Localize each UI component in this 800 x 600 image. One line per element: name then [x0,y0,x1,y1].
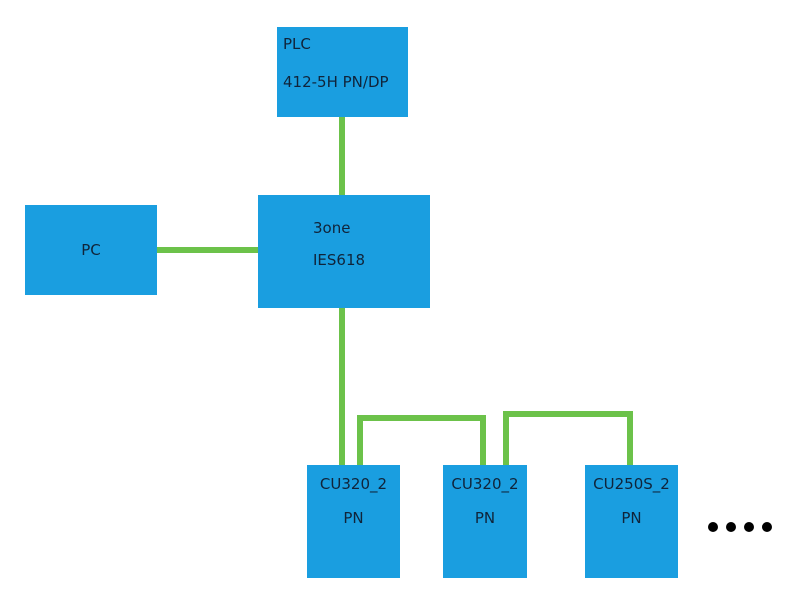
link-device1-device2 [357,415,486,465]
device-interface-label: PN [621,509,642,527]
link-device2-device3 [503,411,633,465]
switch-vendor-label: 3one [313,219,351,237]
device-interface-label: PN [343,509,364,527]
device-node: CU320_2 PN [443,465,527,578]
device-node: CU320_2 PN [307,465,400,578]
ellipsis-dot [708,522,718,532]
ellipsis-dot [744,522,754,532]
pc-node: PC [25,205,157,295]
switch-node: 3one IES618 [258,195,430,308]
device-node: CU250S_2 PN [585,465,678,578]
plc-label: PLC [283,35,311,53]
device-name-label: CU250S_2 [593,475,670,493]
device-name-label: CU320_2 [319,475,388,493]
ellipsis-dot [726,522,736,532]
pc-label: PC [81,241,101,259]
device-name-label: CU320_2 [451,475,519,493]
device-interface-label: PN [474,509,496,527]
plc-model-label: 412-5H PN/DP [283,73,389,91]
ellipsis-dot [762,522,772,532]
switch-model-label: IES618 [313,251,366,269]
plc-node: PLC 412-5H PN/DP [277,27,408,117]
